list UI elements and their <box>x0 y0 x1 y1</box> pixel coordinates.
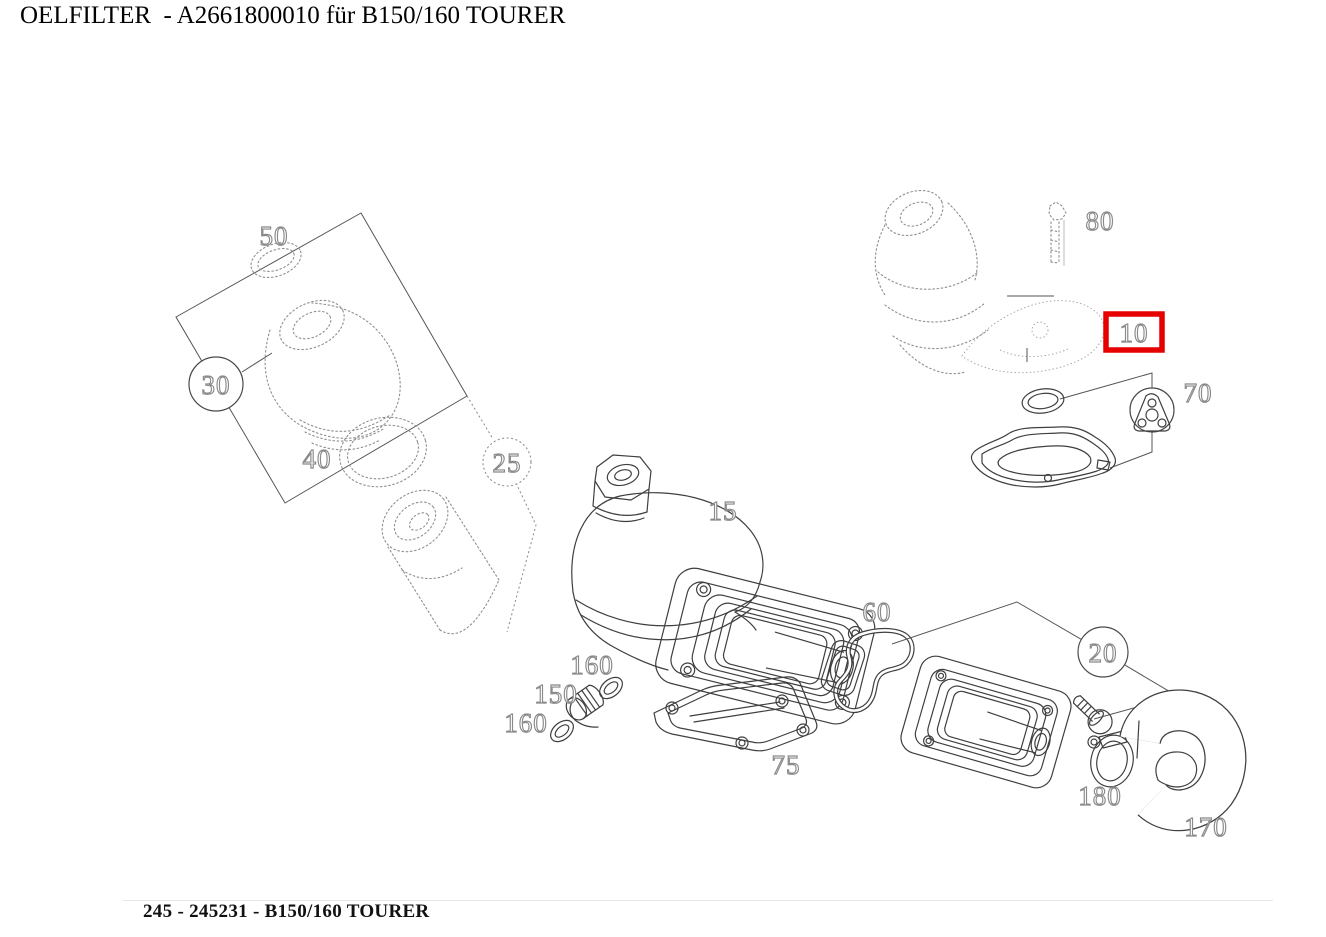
callout-circle-70[interactable] <box>1129 387 1175 433</box>
washer-160a-drawing <box>599 676 623 700</box>
callout-30[interactable]: 30 <box>201 369 231 400</box>
callout-160a[interactable]: 160 <box>570 649 614 680</box>
washer-160b-drawing <box>550 719 574 743</box>
footer-divider <box>123 900 1273 901</box>
callout-20[interactable]: 20 <box>1088 637 1118 668</box>
highlight-box[interactable] <box>1103 311 1165 353</box>
filter-element-25-drawing <box>381 489 500 635</box>
filter-cap-kit-box-drawing <box>175 212 537 633</box>
page-title: OELFILTER - A2661800010 für B150/160 TOU… <box>20 2 566 29</box>
oil-filter-housing-15-drawing <box>571 454 876 725</box>
filter-cap-30-drawing <box>264 299 401 451</box>
callout-50[interactable]: 50 <box>259 220 289 251</box>
leader-30 <box>241 352 273 373</box>
callout-70[interactable]: 70 <box>1183 377 1213 408</box>
callout-circle-20[interactable] <box>1077 626 1129 678</box>
sealing-ring-50-drawing <box>250 241 302 279</box>
callout-40[interactable]: 40 <box>302 443 332 474</box>
bolt-80-drawing <box>1048 201 1067 266</box>
oil-cooler-20-drawing <box>900 655 1072 789</box>
callout-60[interactable]: 60 <box>862 596 892 627</box>
leader-20-upper <box>891 601 1104 653</box>
callout-circle-25[interactable] <box>482 437 532 487</box>
bolt-short-drawing <box>1072 695 1113 735</box>
callout-75[interactable]: 75 <box>771 749 801 780</box>
o-ring-40-drawing <box>339 416 427 488</box>
callout-15[interactable]: 15 <box>708 495 738 526</box>
assembled-housing-10-drawing <box>874 189 1105 375</box>
flange-70-drawing <box>1133 393 1171 432</box>
callout-180[interactable]: 180 <box>1078 780 1122 811</box>
callout-25[interactable]: 25 <box>492 447 522 478</box>
leader-70-upper <box>1059 372 1153 400</box>
gasket-60-drawing <box>820 627 915 714</box>
cover-gasket-75-drawing <box>653 676 818 752</box>
leader-70-lower <box>1109 432 1153 469</box>
callout-170[interactable]: 170 <box>1184 811 1228 842</box>
callout-10-highlighted[interactable]: 10 <box>1119 317 1149 348</box>
baffle-cover-drawing <box>970 426 1117 488</box>
screw-plug-150-drawing <box>565 684 604 728</box>
oval-seal-drawing <box>1021 388 1065 414</box>
callout-circle-30[interactable] <box>188 356 244 412</box>
callout-80[interactable]: 80 <box>1085 205 1115 236</box>
hose-170-drawing <box>1119 689 1247 832</box>
callout-160b[interactable]: 160 <box>504 707 548 738</box>
footer-caption: 245 - 245231 - B150/160 TOURER <box>143 901 430 922</box>
callout-150[interactable]: 150 <box>534 678 578 709</box>
hose-clamp-180-drawing <box>1087 730 1134 788</box>
